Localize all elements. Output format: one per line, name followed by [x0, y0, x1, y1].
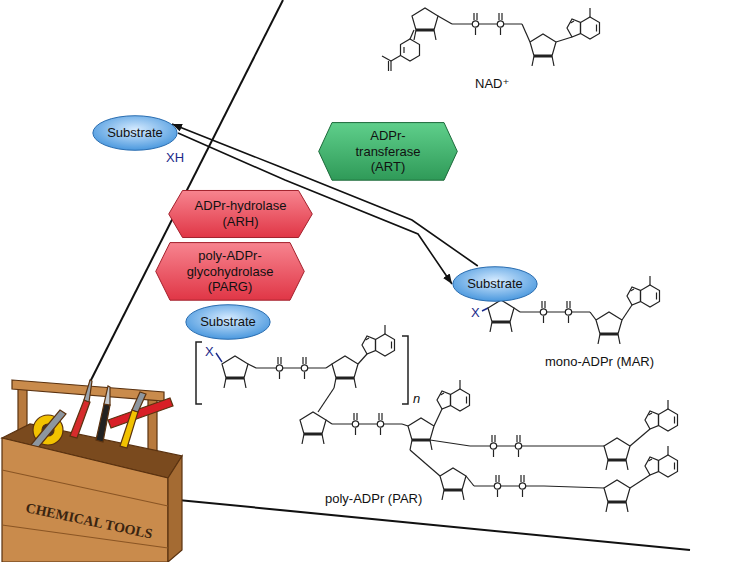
label-holder: n [413, 389, 420, 407]
group-symbol: X [471, 305, 480, 321]
molecule-name: NAD⁺ [475, 76, 509, 92]
label-holder: CHEMICAL TOOLS [24, 498, 154, 543]
shape-fill [453, 267, 537, 302]
enzyme-hexagon: poly-ADPr-glycohydrolase (PARG) [155, 242, 305, 301]
enzyme-hexagon: ADPr-transferase (ART) [318, 122, 458, 181]
substrate-ellipse: Substrate [92, 115, 178, 151]
molecule-name: mono-ADPr (MAR) [545, 354, 654, 370]
label-holder: NAD⁺ [475, 74, 509, 92]
shape-fill [319, 123, 458, 181]
group-symbol: X [205, 344, 214, 360]
node-label: Substrate [467, 276, 523, 292]
substrate-ellipse: Substrate [452, 266, 538, 302]
shape-fill [186, 305, 270, 340]
molecule-name: poly-ADPr (PAR) [325, 491, 422, 507]
label-holder: XH [166, 148, 184, 166]
group-symbol: XH [166, 150, 184, 166]
shape-fill [93, 116, 177, 151]
node-label: ADPr-transferase (ART) [338, 128, 438, 175]
label-holder: poly-ADPr (PAR) [325, 489, 422, 507]
shape-fill [156, 243, 305, 301]
node-label: poly-ADPr-glycohydrolase (PARG) [175, 248, 285, 295]
substrate-ellipse: Substrate [185, 304, 271, 340]
label-holder: X [205, 342, 214, 360]
shape-fill [169, 190, 313, 237]
enzyme-hexagon: ADPr-hydrolase (ARH) [168, 190, 313, 238]
node-label: Substrate [107, 125, 163, 141]
node-label: ADPr-hydrolase (ARH) [188, 198, 293, 229]
repeat-index: n [413, 391, 420, 407]
toolbox-label: CHEMICAL TOOLS [24, 500, 154, 543]
label-holder: X [471, 303, 480, 321]
node-label: Substrate [200, 314, 256, 330]
label-holder: mono-ADPr (MAR) [545, 352, 654, 370]
